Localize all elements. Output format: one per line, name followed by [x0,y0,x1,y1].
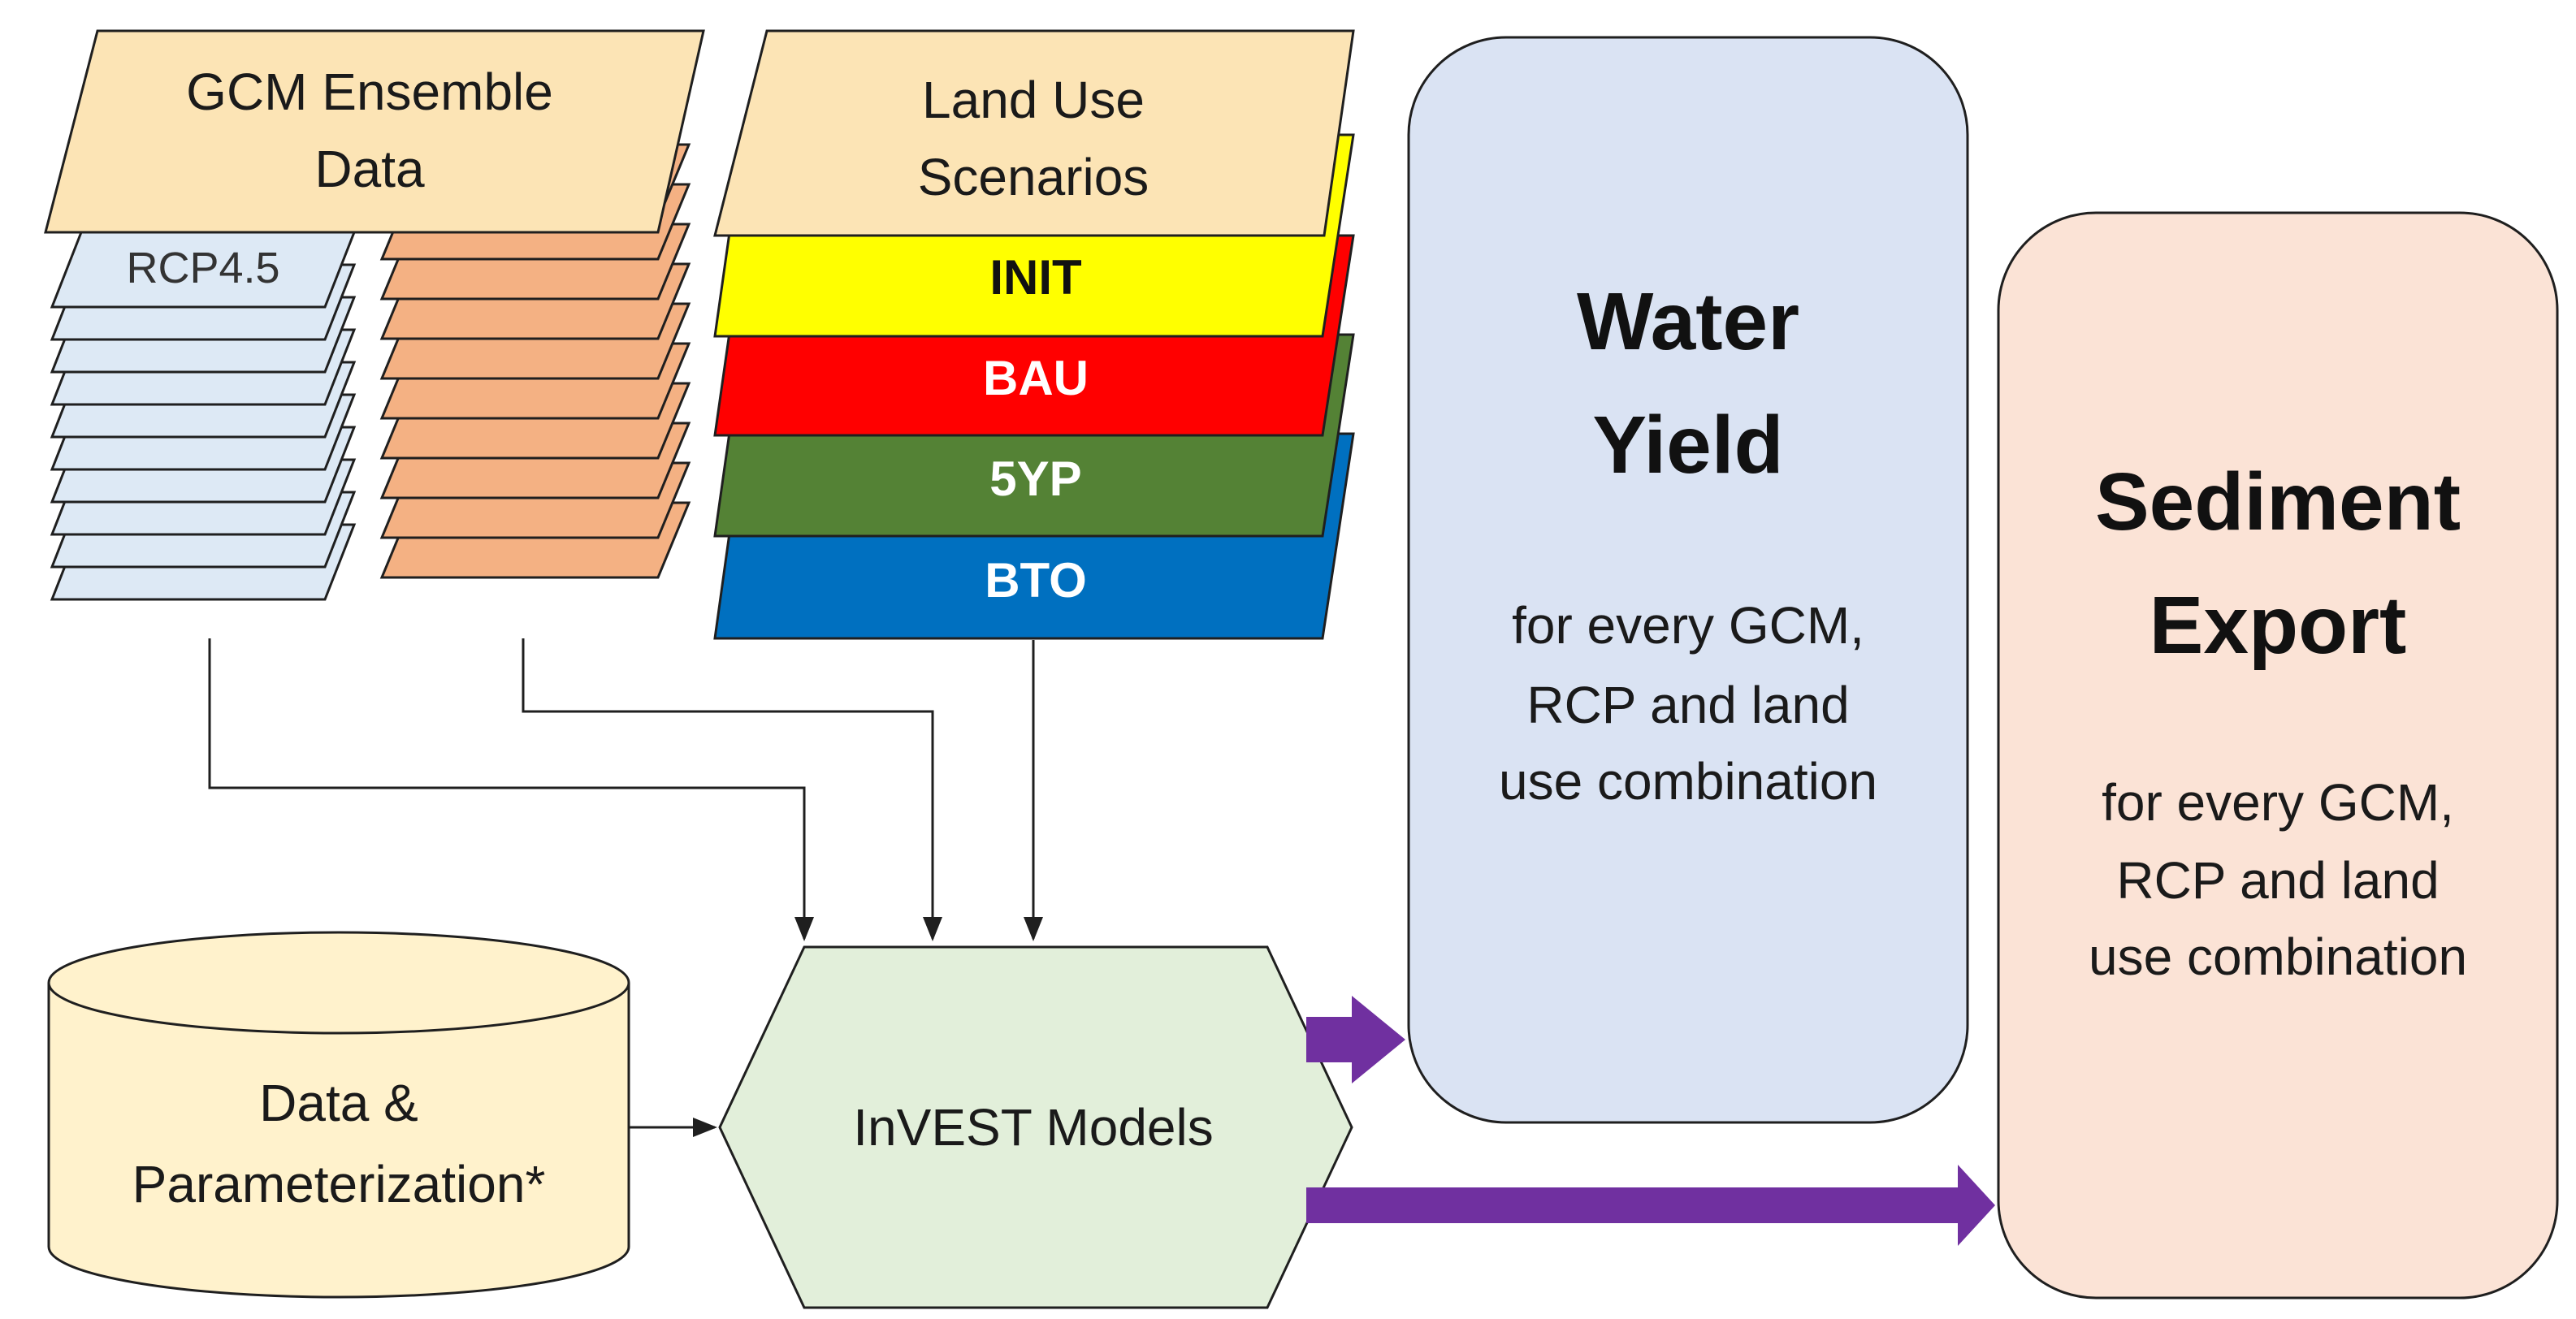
scenario-label-bau: BAU [983,351,1089,405]
rcp45-label: RCP4.5 [126,244,279,292]
sediment-export-desc-line1: for every GCM, [2102,773,2454,832]
sediment-export-panel [1997,211,2559,1300]
water-yield-panel [1407,36,1969,1124]
rcp45-layer-stack: RCP4.5 [50,231,357,601]
gcm-ensemble-box: GCM Ensemble Data [44,29,705,234]
sediment-export-title-line2: Export [2150,580,2407,671]
water-yield-desc-line3: use combination [1499,752,1877,811]
data-label-line2: Parameterization* [132,1155,546,1213]
water-yield-title-line1: Water [1577,276,1799,367]
invest-models-box: InVEST Models [718,945,1353,1309]
water-yield-desc-line1: for every GCM, [1512,596,1864,655]
water-yield-desc-line2: RCP and land [1526,676,1849,734]
input-connectors [208,638,1043,1137]
arrow-invest-to-water-yield [1306,996,1405,1083]
arrow-invest-to-sediment-export [1306,1165,1995,1246]
water-yield-title-line2: Yield [1592,400,1783,491]
rcp85-layer-stack: RCP8.5 [379,143,691,579]
invest-models-label: InVEST Models [853,1098,1213,1157]
scenario-label-init: INIT [989,250,1081,305]
gcm-title-line1: GCM Ensemble [186,63,553,121]
cylinder-top [47,931,630,1035]
connector-rcp45-to-invest [208,638,814,941]
output-arrows [1306,996,1995,1246]
invest-models-shape [718,945,1353,1309]
cylinder-body [47,983,630,1299]
connector-rcp85-to-invest [522,638,942,941]
sediment-export-box: Sediment Export for every GCM, RCP and l… [1997,211,2559,1300]
scenario-label-bto: BTO [985,553,1087,608]
sediment-export-desc-line3: use combination [2089,928,2467,986]
land-use-box: Land Use Scenarios [713,29,1355,237]
land-use-title-line1: Land Use [922,71,1145,129]
land-use-shape [713,29,1355,237]
data-label-line1: Data & [259,1074,418,1132]
sediment-export-title-line1: Sediment [2095,456,2461,547]
water-yield-box: Water Yield for every GCM, RCP and land … [1407,36,1969,1124]
data-parameterization-cylinder: Data & Parameterization* [47,931,630,1299]
land-use-title-line2: Scenarios [918,148,1149,206]
gcm-title-line2: Data [314,140,425,198]
scenario-label-5yp: 5YP [989,452,1081,506]
gcm-ensemble-shape [44,29,705,234]
sediment-export-desc-line2: RCP and land [2116,851,2439,910]
